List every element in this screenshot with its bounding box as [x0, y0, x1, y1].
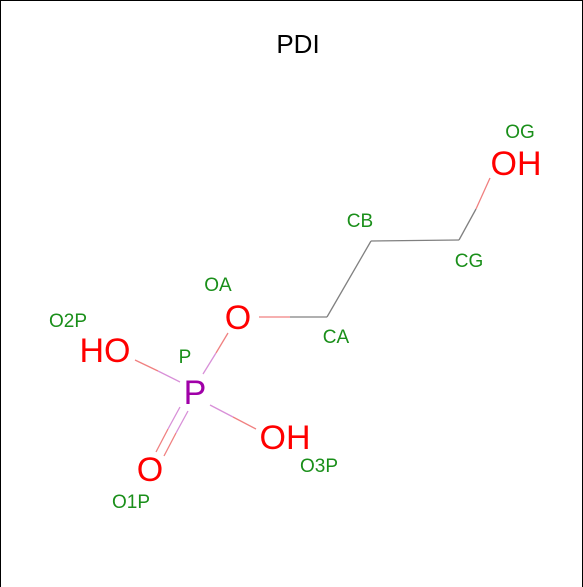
atom-p-symbol: P [184, 374, 207, 412]
bond-cb-ca [326, 240, 372, 318]
atom-cb-label: CB [347, 211, 373, 232]
atom-o2p-symbol: HO [80, 332, 131, 370]
atom-ca-label: CA [323, 327, 350, 348]
atom-p-label: P [179, 347, 192, 368]
atom-og-symbol: OH [491, 145, 542, 183]
bond-cg-cb [370, 239, 460, 242]
bond-layer [134, 177, 491, 457]
atom-label-layer: OG CB CG OA CA O2P P O3P O1P [49, 122, 535, 513]
atom-og-label: OG [505, 122, 535, 143]
atom-oa-symbol: O [225, 299, 251, 337]
atom-o3p-symbol: OH [260, 419, 311, 457]
bond-oa-p-phosphorus-half [202, 352, 217, 375]
atom-oa-label: OA [204, 275, 232, 296]
molecule-title: PDI [276, 29, 319, 59]
atom-layer: OH O HO P OH O [80, 145, 542, 489]
bond-p-o3p-oxygen-half [232, 416, 257, 430]
bond-og-cg-carbon-half [458, 208, 477, 241]
bond-og-cg-oxygen-half [475, 177, 491, 210]
bond-p-o1p-line1-oxygen-half [155, 428, 169, 453]
bond-p-o1p-line1-phosphorus-half [167, 406, 181, 430]
bond-o2p-p-oxygen-half [134, 359, 159, 372]
bond-p-o1p-line2-oxygen-half [163, 432, 177, 457]
atom-o1p-symbol: O [137, 451, 163, 489]
bond-p-o3p-phosphorus-half [209, 404, 234, 418]
atom-cg-label: CG [455, 251, 484, 272]
atom-o2p-label: O2P [49, 311, 87, 332]
atom-o3p-label: O3P [300, 456, 338, 477]
bond-oa-p-oxygen-half [215, 332, 229, 354]
bond-p-o1p-line2-phosphorus-half [175, 410, 189, 434]
atom-o1p-label: O1P [112, 492, 150, 513]
bond-o2p-p-phosphorus-half [157, 370, 181, 383]
